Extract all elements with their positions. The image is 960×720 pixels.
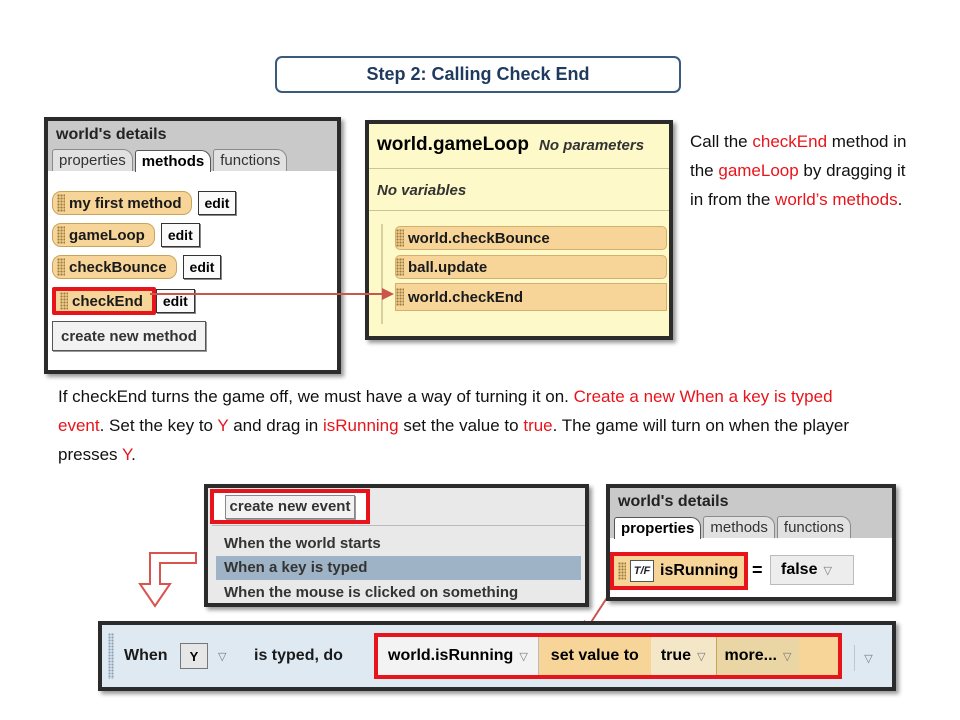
equals-sign: = [752,560,763,580]
value-dropdown[interactable]: true ▽ [650,637,716,675]
drag-grip-icon [60,292,68,310]
boolean-type-icon: T/F [630,560,654,582]
create-method-row: create new method [52,321,206,351]
create-new-method-button[interactable]: create new method [52,321,206,351]
set-value-label-wrap: set value to [539,637,651,675]
tab-functions[interactable]: functions [213,149,288,171]
set-value-label: set value to [550,647,639,664]
chevron-down-icon: ▽ [783,650,792,663]
chevron-down-icon: ▽ [218,650,227,663]
method-row-my-first-method: my first method edit [52,191,237,215]
drag-grip-icon [396,229,404,247]
key-value: Y [180,643,208,669]
tab-functions[interactable]: functions [776,516,851,538]
slide-title: Step 2: Calling Check End [275,56,681,93]
chevron-down-icon: ▽ [697,650,706,663]
method-row-checkend: checkEnd edit [52,287,195,315]
method-name: world.gameLoop [377,134,529,155]
panel-header: world's details [610,488,892,516]
method-tile-my-first-method[interactable]: my first method [52,191,192,215]
when-label: When [124,647,168,664]
instruction-text-2: If checkEnd turns the game off, we must … [58,387,850,464]
drag-grip-icon [618,562,626,580]
world-details-properties-panel: world's details properties methods funct… [606,484,896,601]
statement-check-end[interactable]: world.checkEnd [395,283,667,311]
method-label: my first method [69,194,182,212]
parameters-label: No parameters [539,137,645,154]
target-dropdown[interactable]: world.isRunning ▽ [378,637,539,675]
method-label: checkBounce [69,258,167,276]
chevron-down-icon: ▽ [864,652,873,665]
menu-item-mouse-clicked[interactable]: When the mouse is clicked on something [216,581,581,603]
divider [212,525,585,526]
key-selector-dropdown[interactable]: Y ▽ [180,639,244,673]
tab-bar: properties methods functions [610,516,892,539]
drag-grip-icon [57,258,65,276]
events-panel: create new event When the world starts W… [204,484,589,607]
set-value-statement[interactable]: world.isRunning ▽ set value to true ▽ mo… [374,633,842,679]
edit-button[interactable]: edit [160,223,200,247]
property-value-dropdown[interactable]: false ▽ [770,555,854,585]
method-label: checkEnd [72,292,143,310]
event-options-dropdown[interactable]: ▽ [854,645,882,671]
statement-check-bounce[interactable]: world.checkBounce [395,226,667,250]
statement-label: world.checkEnd [408,288,524,306]
gameloop-method-editor: world.gameLoop No parameters No variable… [365,120,673,340]
drag-grip-icon [396,288,404,306]
drag-grip-icon [108,633,114,679]
tab-bar: properties methods functions [48,149,337,172]
drag-arrow-head-icon [382,288,394,300]
menu-item-key-typed[interactable]: When a key is typed [216,556,581,580]
edit-button[interactable]: edit [182,255,222,279]
property-tile-isrunning[interactable]: T/F isRunning [610,552,748,590]
drag-grip-icon [57,194,65,212]
target-label: world.isRunning [388,647,514,664]
instruction-text-1: Call the checkEnd method in the gameLoop… [690,132,907,209]
is-typed-do-label: is typed, do [254,647,343,664]
tab-properties[interactable]: properties [52,149,133,171]
method-signature: world.gameLoop No parameters [377,134,644,156]
value-label: true [660,647,692,664]
tab-properties[interactable]: properties [614,517,702,539]
chevron-down-icon: ▽ [519,650,528,663]
tab-methods[interactable]: methods [134,150,212,172]
property-value: false [781,561,818,578]
panel-header: world's details [48,121,337,149]
divider [369,210,669,211]
code-indent-guide [381,224,387,324]
create-new-event-highlight: create new event [210,489,370,524]
create-new-event-button[interactable]: create new event [224,494,356,519]
method-row-checkbounce: checkBounce edit [52,255,222,279]
statement-label: world.checkBounce [408,229,550,247]
drag-grip-icon [57,226,65,244]
edit-button[interactable]: edit [197,191,237,215]
method-row-gameloop: gameLoop edit [52,223,200,247]
method-label: gameLoop [69,226,145,244]
statement-ball-update[interactable]: ball.update [395,255,667,279]
property-name: isRunning [660,562,739,579]
method-tile-checkbounce[interactable]: checkBounce [52,255,177,279]
chevron-down-icon: ▽ [823,564,832,577]
method-tile-gameloop[interactable]: gameLoop [52,223,155,247]
tab-methods[interactable]: methods [703,516,775,538]
statement-label: ball.update [408,258,488,276]
more-label: more... [724,647,777,664]
divider [369,168,669,169]
variables-label: No variables [377,182,467,199]
menu-item-world-starts[interactable]: When the world starts [216,532,581,556]
world-details-methods-panel: world's details properties methods funct… [44,117,341,374]
method-tile-checkend[interactable]: checkEnd [52,287,156,315]
down-arrow-icon [138,552,197,608]
drag-grip-icon [396,258,404,276]
key-typed-event-block: When Y ▽ is typed, do world.isRunning ▽ … [98,621,896,691]
more-dropdown[interactable]: more... ▽ [715,637,800,675]
